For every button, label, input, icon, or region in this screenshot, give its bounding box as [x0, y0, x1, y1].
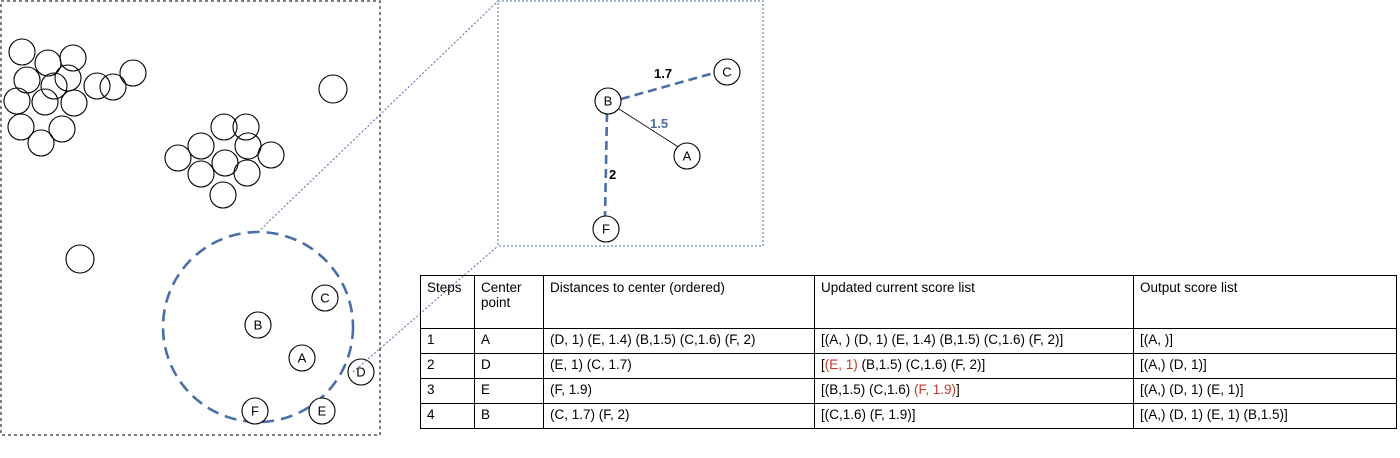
cell-center: E [474, 378, 544, 404]
point-f: F [241, 397, 269, 425]
header-output-list: Output score list [1133, 275, 1397, 329]
zoom-point-b: B [594, 87, 622, 115]
header-steps: Steps [420, 275, 475, 329]
edge-label-bc: 1.7 [654, 66, 672, 81]
edge-b-f [603, 112, 609, 217]
highlight-entry: (E, 1) [824, 357, 858, 372]
table-row: 4 B (C, 1.7) (F, 2) [(C,1.6) (F, 1.9)] [… [420, 403, 1397, 429]
cell-output: [(A,) (D, 1)] [1133, 353, 1397, 379]
svg-text:C: C [320, 291, 329, 306]
cell-step: 3 [420, 378, 475, 404]
svg-text:D: D [356, 365, 365, 380]
cell-step: 1 [420, 328, 475, 354]
cluster-middle [164, 113, 285, 209]
cell-output: [(A, )] [1133, 328, 1397, 354]
table-row: 1 A (D, 1) (E, 1.4) (B,1.5) (C,1.6) (F, … [420, 328, 1397, 354]
cell-output: [(A,) (D, 1) (E, 1) (B,1.5)] [1133, 403, 1397, 429]
zoom-point-f: F [592, 215, 620, 243]
edge-b-a [618, 108, 681, 149]
svg-text:F: F [251, 404, 259, 419]
cluster-top-left [3, 38, 147, 157]
header-distances: Distances to center (ordered) [543, 275, 815, 329]
cell-center: D [474, 353, 544, 379]
outlier-circle [318, 74, 348, 104]
header-updated-list: Updated current score list [814, 275, 1134, 329]
point-b: B [244, 311, 272, 339]
svg-text:B: B [254, 318, 263, 333]
point-e: E [308, 397, 336, 425]
point-d: D [347, 358, 375, 386]
edge-label-ba: 1.5 [650, 116, 668, 131]
cell-updated: [(B,1.5) (C,1.6) (F, 1.9)] [814, 378, 1134, 404]
edge-b-c [620, 71, 715, 101]
outlier-circle [65, 244, 95, 274]
svg-text:F: F [602, 222, 610, 237]
dataset-panel [0, 0, 381, 436]
cell-step: 4 [420, 403, 475, 429]
svg-text:C: C [722, 65, 731, 80]
cell-distances: (E, 1) (C, 1.7) [543, 353, 815, 379]
zoom-point-c: C [713, 58, 741, 86]
zoom-connector-top [257, 0, 499, 233]
cell-center: A [474, 328, 544, 354]
svg-text:A: A [298, 351, 307, 366]
svg-text:E: E [318, 404, 327, 419]
zoom-point-a: A [673, 142, 701, 170]
highlight-entry: (F, 1.9) [914, 382, 957, 397]
cell-updated: [(C,1.6) (F, 1.9)] [814, 403, 1134, 429]
cell-updated: [(A, ) (D, 1) (E, 1.4) (B,1.5) (C,1.6) (… [814, 328, 1134, 354]
table-row: 3 E (F, 1.9) [(B,1.5) (C,1.6) (F, 1.9)] … [420, 378, 1397, 404]
cell-distances: (F, 1.9) [543, 378, 815, 404]
cell-center: B [474, 403, 544, 429]
cell-step: 2 [420, 353, 475, 379]
svg-text:B: B [604, 94, 613, 109]
cell-updated: [(E, 1) (B,1.5) (C,1.6) (F, 2)] [814, 353, 1134, 379]
svg-text:A: A [683, 149, 692, 164]
table-row: 2 D (E, 1) (C, 1.7) [(E, 1) (B,1.5) (C,1… [420, 353, 1397, 379]
point-a: A [288, 344, 316, 372]
zoom-panel [497, 0, 764, 247]
point-c: C [311, 284, 339, 312]
cell-output: [(A,) (D, 1) (E, 1)] [1133, 378, 1397, 404]
cell-distances: (D, 1) (E, 1.4) (B,1.5) (C,1.6) (F, 2) [543, 328, 815, 354]
edge-label-bf: 2 [609, 167, 616, 182]
cell-distances: (C, 1.7) (F, 2) [543, 403, 815, 429]
